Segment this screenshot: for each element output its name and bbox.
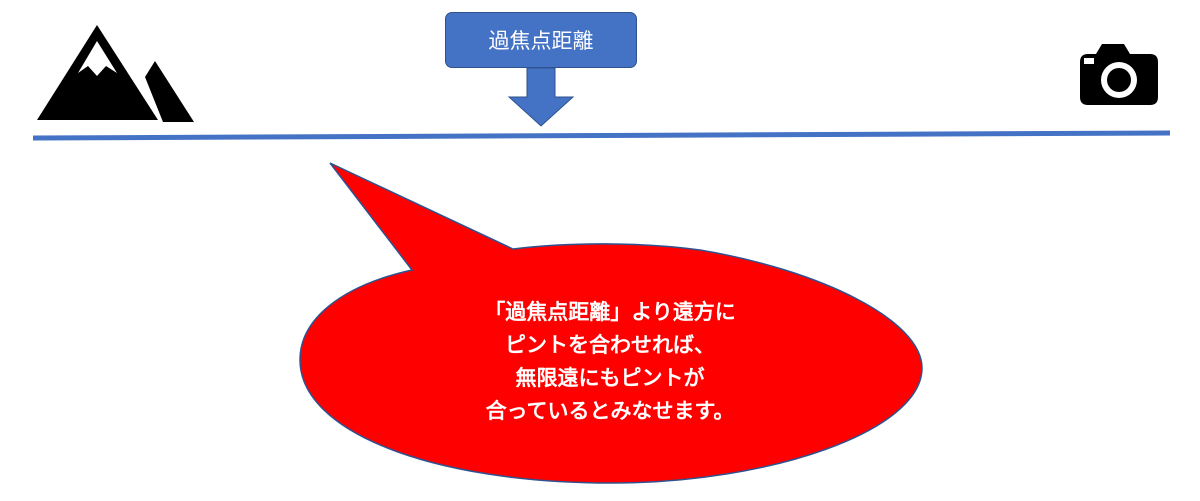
callout-line-1: 「過焦点距離」より遠方に: [484, 300, 736, 324]
callout-line-2: ピントを合わせれば、: [505, 333, 715, 357]
camera-icon: [1080, 44, 1158, 105]
mountain-icon: [37, 25, 194, 122]
focus-label: 過焦点距離: [488, 29, 594, 53]
callout-line-3: 無限遠にもピントが: [515, 366, 705, 390]
callout-bubble: [299, 162, 923, 484]
down-arrow: [507, 67, 575, 127]
focus-label-box: 過焦点距離: [445, 12, 637, 68]
callout-line-4: 合っているとみなせます。: [485, 399, 735, 423]
distance-line: [32, 130, 1171, 141]
callout-text: 「過焦点距離」より遠方に ピントを合わせれば、 無限遠にもピントが 合っていると…: [360, 296, 860, 428]
